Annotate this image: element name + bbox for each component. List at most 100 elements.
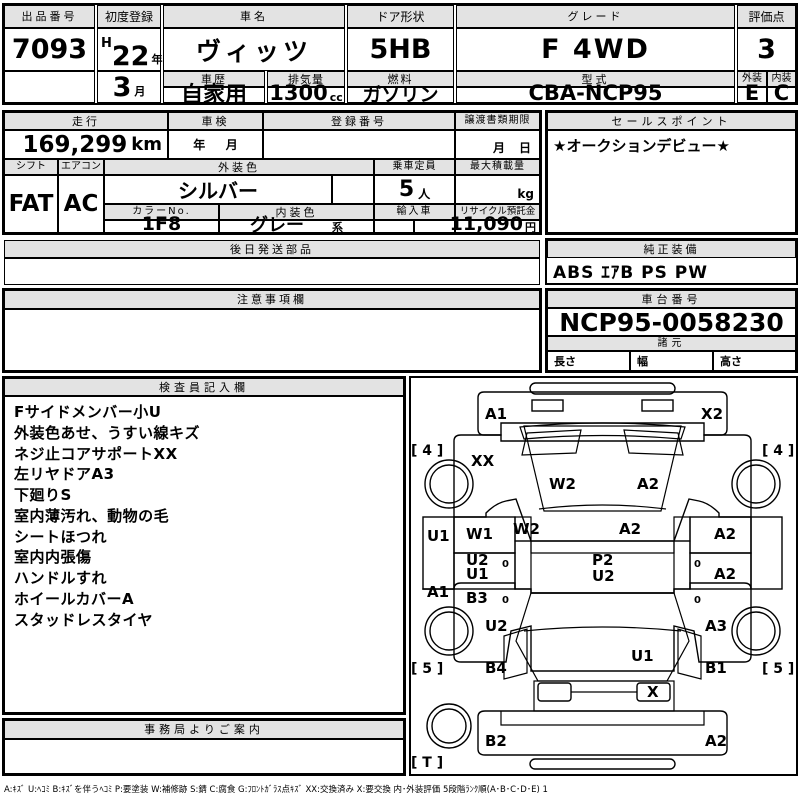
diagram-mark-rear-glass-x: X [647,683,659,701]
height-cell: 高さ [713,351,796,371]
interior-color-value: グレー 系 [219,215,374,236]
office-notice-value [4,739,404,774]
recycle-number: 11,090 [449,212,523,235]
shift-label: シフト [4,159,58,175]
office-notice-label: 事務局よりご案内 [4,720,404,739]
mileage-label: 走行 [4,112,168,130]
color-no-value: 1F8 [104,213,219,235]
shaken-year-unit: 年 [193,138,206,152]
interior-grade-value: C [773,81,790,105]
diagram-mark-quarter-left-b4: B4 [485,659,507,677]
import-value-b [414,220,455,233]
diagram-mark-core-support: XX [471,452,495,470]
color-no-label: カラーNo. [104,204,219,220]
score-value: 3 [737,28,796,71]
diagram-mark-front-door-right-zero: 0 [694,559,701,570]
diagram-mark-front-bumper-left: A1 [485,405,507,423]
legend-text: A:ｷｽﾞ U:ﾍｺﾐ B:ｷｽﾞを伴うﾍｺﾐ P:要塗装 W:補修跡 S:錆 … [4,785,548,795]
diagram-mark-front-bumper-right: X2 [701,405,723,423]
recycle-value: 11,090 円 [450,213,540,235]
inspector-label: 検査員記入欄 [4,378,404,396]
shaken-month-unit: 月 [225,138,238,152]
grade-label: グレード [456,5,735,28]
displacement-label: 排気量 [267,71,345,87]
door-shape-label: ドア形状 [347,5,454,28]
diagram-mark-roof: P2 [592,551,613,569]
damage-diagram-frame [409,376,798,776]
transfer-doc-value: 月 日 [455,130,540,159]
height-label: 高さ [720,355,742,368]
displacement-value: 1300 [269,81,328,105]
chassis-number: NCP95-0058230 [547,307,796,337]
diagram-mark-hood-left: W2 [549,475,576,493]
diagram-mark-quarter-right-b1: B1 [705,659,727,677]
diagram-mark-fender-left: W2 [513,520,540,538]
ac-value: AC [58,175,104,233]
door-shape-value: 5HB [347,28,454,71]
year-unit: 年 [151,53,163,66]
year-value: 22 [111,41,150,72]
diagram-spare-tire: [ T ] [411,755,443,770]
lot-no-label: 出品番号 [4,5,95,28]
exterior-grade-value: E [744,81,760,105]
exterior-color-label: 外装色 [104,159,374,175]
chassis-number-text: NCP95-0058230 [559,307,784,337]
recycle-label: リサイクル預託金 [455,204,540,220]
fuel-value: ガソリン [362,83,439,106]
interior-color-suffix: 系 [332,220,343,234]
model-code-value: CBA-NCP95 [528,81,663,105]
diagram-mark-rear-door-left-u1: U1 [466,565,489,583]
diagram-tire-front-left: [ 4 ] [411,443,443,459]
equipment-text: ABS ｴｱB PS PW [553,263,708,283]
grade-value: F 4WD [456,28,735,71]
import-value-a [374,220,414,233]
car-name-label: 車名 [163,5,345,28]
history-label: 車歴 [163,71,265,87]
inspector-note-line: 外装色あせ、うすい線キズ [14,423,201,442]
model-code-label: 型式 [456,71,735,87]
length-label: 長さ [554,355,576,368]
diagram-mark-rear-bumper-right: A2 [705,732,727,750]
later-parts-value [4,258,540,285]
ac-label: エアコン [58,159,104,175]
shaken-value: 年 月 [168,130,263,159]
inspector-frame [2,376,406,715]
sales-point-text: ★オークションデビュー★ [553,137,730,155]
transfer-month-unit: 月 [492,141,505,155]
diagram-mark-front-door-left-w1: W1 [466,525,493,543]
history-text: 自家用 [180,83,247,108]
diagram-tire-rear-left: [ 5 ] [411,661,443,677]
import-label: 輸入車 [374,204,455,220]
diagram-mark-rear-door-right: A2 [714,565,736,583]
inspector-note-line: スタッドレスタイヤ [14,610,154,629]
exterior-grade-label: 外装 [737,71,767,87]
inspector-note-line: 室内薄汚れ、動物の毛 [14,506,170,525]
first-registration-year: H 22 年 [97,28,163,72]
diagram-mark-fender-right: A2 [619,520,641,538]
width-label: 幅 [637,355,648,368]
score-label: 評価点 [737,5,796,28]
inspector-note-line: ネジ止コアサポートXX [14,444,178,463]
length-cell: 長さ [547,351,630,371]
displacement-unit: cc [329,90,343,104]
era-label: H [101,36,112,51]
diagram-tire-front-right: [ 4 ] [762,443,794,459]
interior-color-label: 内装色 [219,204,374,220]
lot-no-value: 7093 [4,28,95,71]
exterior-color-extra [332,175,374,204]
mileage-unit: km [131,134,162,155]
shift-text: FAT [8,191,54,217]
diagram-mark-rear-bumper-left: B2 [485,732,507,750]
diagram-mark-front-door-left-zero: 0 [502,559,509,570]
ac-text: AC [63,191,99,217]
capacity-label: 乗車定員 [374,159,455,175]
diagram-mark-rear-door-left-outer: A1 [427,583,449,601]
diagram-mark-quarter-left-u2: U2 [485,617,508,635]
diagram-mark-front-door-left-u2: U2 [466,551,489,569]
sales-point-label: セールスポイント [547,112,796,130]
diagram-mark-front-door-right: A2 [714,525,736,543]
shift-value: FAT [4,175,58,233]
width-cell: 幅 [630,351,713,371]
mileage-value: 169,299 km [4,130,168,159]
